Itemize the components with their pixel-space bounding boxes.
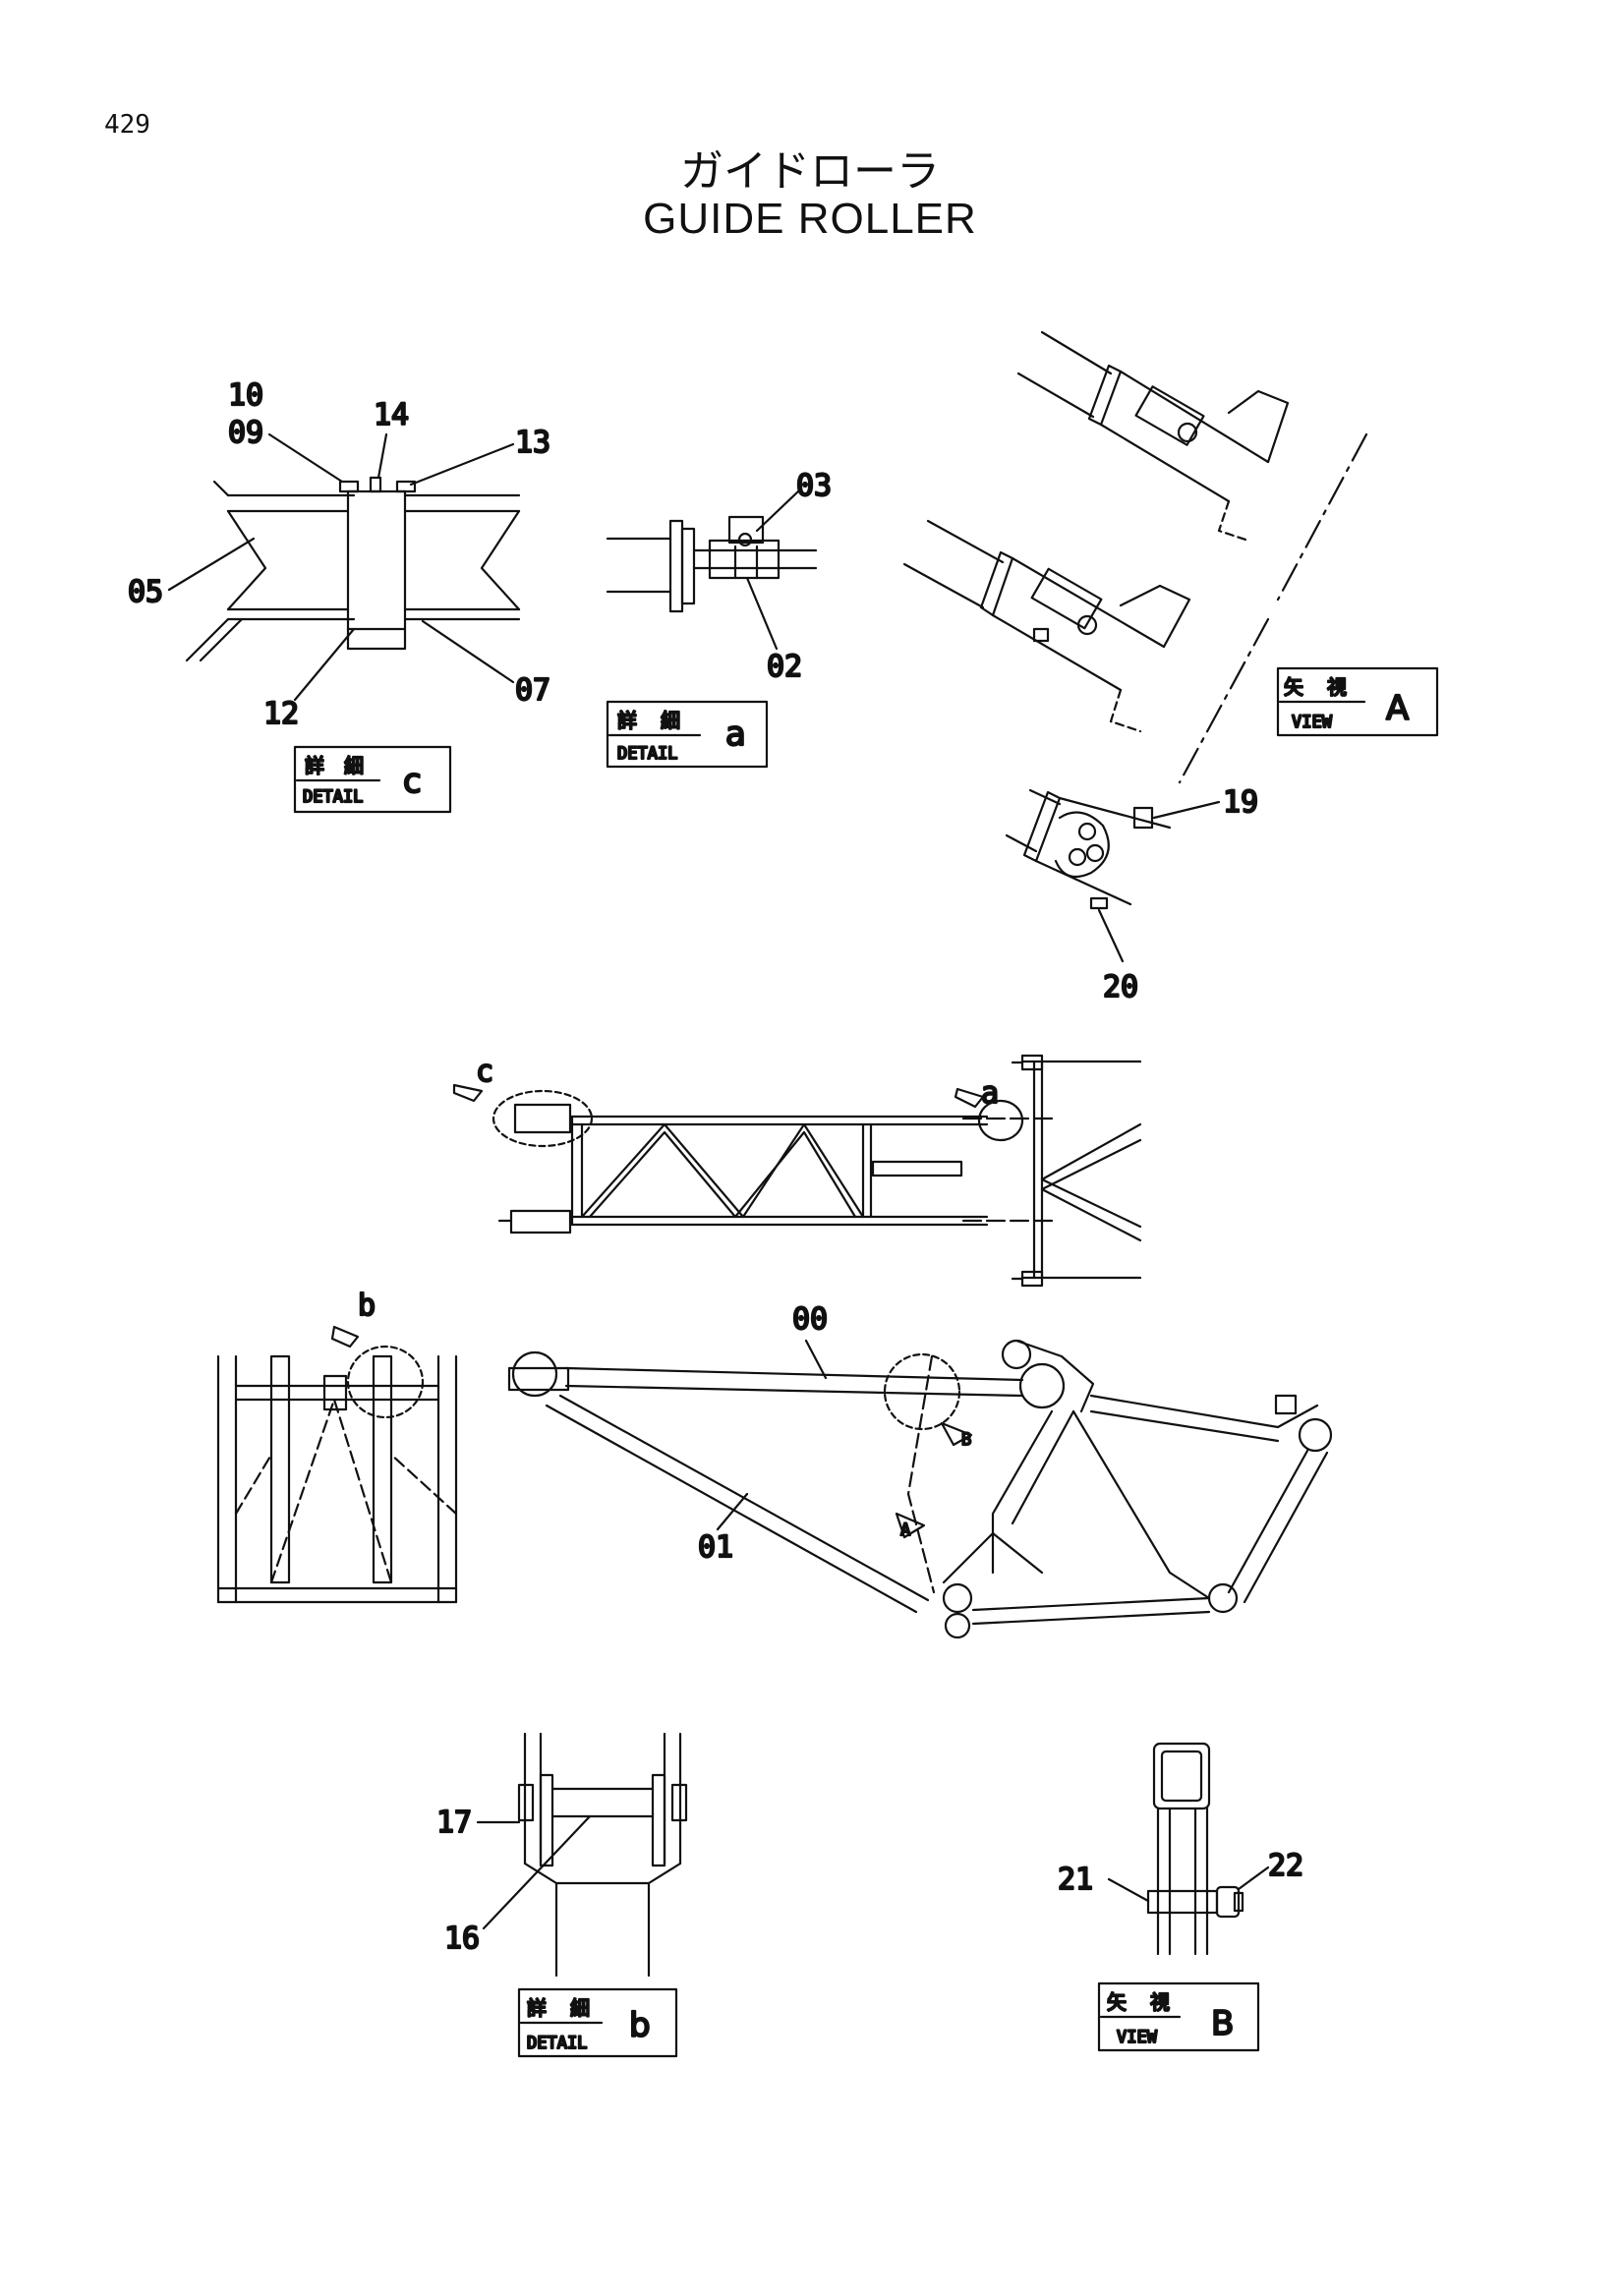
view-a-jp1: 矢 [1284,675,1303,699]
marker-a: a [981,1076,999,1111]
callout-21: 21 [1058,1863,1093,1897]
detail-a-jp2: 細 [661,709,680,732]
detail-a-drawing [606,489,818,651]
callout-14: 14 [374,398,409,432]
detail-c-en: DETAIL [303,787,363,807]
detail-a-box [606,700,769,769]
view-b-jp1: 矢 [1107,1990,1127,2014]
detail-a-jp1: 詳 [617,709,637,732]
detail-b-jp1: 詳 [527,1996,547,2020]
callout-03: 03 [796,469,832,503]
detail-c-jp2: 細 [344,754,364,777]
detail-a-letter: a [725,715,746,754]
page-number: 429 [104,110,150,140]
marker-b: b [358,1289,376,1323]
view-b-box [1097,1981,1260,2052]
view-b-drawing [1107,1742,1270,1956]
callout-19: 19 [1223,785,1258,820]
marker-c: c [476,1055,493,1089]
marker-view-B: B [961,1430,971,1450]
view-a-en: VIEW [1292,713,1333,732]
title-japanese: ガイドローラ [680,146,940,197]
view-b-jp2: 視 [1150,1990,1170,2014]
callout-13: 13 [515,426,550,460]
detail-b-jp2: 細 [570,1996,590,2020]
roller-fitting-drawing [1005,788,1221,963]
callout-05: 05 [128,575,163,609]
callout-16: 16 [444,1922,480,1956]
detail-a-en: DETAIL [617,744,677,764]
detail-b-drawing [476,1732,688,1978]
view-a-box [1276,666,1439,737]
leader-00 [804,1339,828,1380]
title-english: GUIDE ROLLER [643,195,977,243]
view-a-drawing [902,330,1368,784]
jib-top-view [452,1054,1142,1288]
callout-10: 10 [228,378,263,413]
callout-12: 12 [263,697,299,731]
detail-c-letter: c [403,762,422,801]
callout-09: 09 [228,416,263,450]
callout-20: 20 [1103,970,1138,1004]
detail-c-drawing [167,432,521,702]
callout-07: 07 [515,673,550,708]
callout-22: 22 [1268,1849,1303,1883]
view-b-en: VIEW [1117,2028,1158,2047]
marker-view-A: A [900,1521,910,1540]
callout-00: 00 [792,1302,828,1337]
view-a-letter: A [1386,689,1409,728]
leader-01 [716,1492,749,1531]
jib-side-view [507,1339,1333,1639]
detail-b-box [517,1987,678,2058]
callout-01: 01 [698,1530,733,1565]
detail-c-jp1: 詳 [305,754,324,777]
detail-b-letter: b [629,2006,651,2045]
view-b-letter: B [1211,2004,1234,2043]
callout-02: 02 [767,650,802,684]
jib-front-view [216,1325,458,1604]
detail-b-en: DETAIL [527,2034,587,2053]
detail-c-box [293,745,452,814]
callout-17: 17 [436,1806,472,1840]
view-a-jp2: 視 [1327,675,1347,699]
